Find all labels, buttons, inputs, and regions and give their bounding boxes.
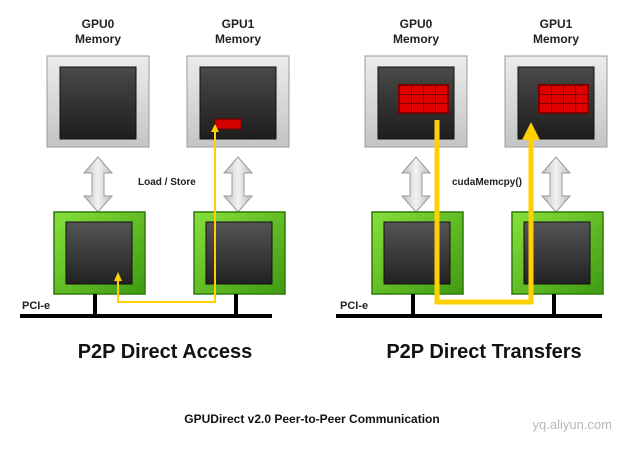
left-operation-label: Load / Store <box>138 177 196 188</box>
data-block-cell <box>400 86 411 94</box>
left-gpu0-chip: GPU0 <box>53 211 146 295</box>
data-block-cell <box>424 95 435 103</box>
data-block-cell <box>564 95 575 103</box>
data-block-cell <box>564 104 575 112</box>
data-block-cell <box>436 86 447 94</box>
data-block-cell <box>576 104 587 112</box>
data-block-cell <box>540 95 551 103</box>
data-block-cell <box>400 95 411 103</box>
right-gpu0-memory-label-line2: Memory <box>393 32 439 46</box>
data-block-cell <box>400 104 411 112</box>
left-gpu0-chip-label: GPU0 <box>81 246 116 261</box>
left-heading: P2P Direct Access <box>78 341 253 363</box>
left-gpu1-chip-label: GPU1 <box>221 246 256 261</box>
right-heading: P2P Direct Transfers <box>386 341 581 363</box>
left-gpu1-chip: GPU1 <box>193 211 286 295</box>
right-operation-label: cudaMemcpy() <box>452 177 522 188</box>
right-gpu1-memory-link-arrow <box>540 156 572 213</box>
right-gpu1-memory-box <box>504 55 608 148</box>
left-bus-label: PCI-e <box>22 300 50 312</box>
left-gpu1-memory-label-line2: Memory <box>215 32 261 46</box>
left-panel: GPU0 Memory GPU1 Memory Load / Store GPU… <box>20 17 290 363</box>
data-block-cell <box>424 86 435 94</box>
right-gpu1-chip: GPU1 <box>511 211 604 295</box>
right-bus-label: PCI-e <box>340 300 368 312</box>
left-gpu1-memory-label-line1: GPU1 <box>222 17 255 31</box>
left-gpu1-memory-box <box>186 55 290 148</box>
data-block-cell <box>412 95 423 103</box>
right-transfer-path <box>434 120 540 305</box>
data-block-cell <box>424 104 435 112</box>
data-block-cell <box>576 95 587 103</box>
data-block-cell <box>540 104 551 112</box>
watermark: yq.aliyun.com <box>533 417 612 432</box>
left-gpu0-memory-label-line2: Memory <box>75 32 121 46</box>
data-block-cell <box>540 86 551 94</box>
figure-caption: GPUDirect v2.0 Peer-to-Peer Communicatio… <box>184 412 439 426</box>
right-destination-data-grid <box>538 84 589 114</box>
data-block-cell <box>412 104 423 112</box>
right-gpu0-chip-label: GPU0 <box>399 246 434 261</box>
data-block-cell <box>576 86 587 94</box>
right-gpu0-memory-label-line1: GPU0 <box>400 17 433 31</box>
left-gpu0-memory-link-arrow <box>82 156 114 213</box>
data-block-cell <box>436 104 447 112</box>
left-gpu0-memory-label-line1: GPU0 <box>82 17 115 31</box>
right-gpu0-memory-box <box>364 55 468 148</box>
right-source-data-grid <box>398 84 449 114</box>
left-gpu1-memory-link-arrow <box>222 156 254 213</box>
right-gpu1-memory-label-line1: GPU1 <box>540 17 573 31</box>
data-block-cell <box>552 86 563 94</box>
data-block-cell <box>412 86 423 94</box>
right-pcie-bus <box>336 294 602 318</box>
right-gpu0-chip: GPU0 <box>371 211 464 295</box>
left-remote-data-block <box>214 118 242 130</box>
right-panel: GPU0 Memory GPU1 Memory cudaMemcpy() GPU… <box>336 17 608 363</box>
data-block-cell <box>564 86 575 94</box>
left-gpu0-memory-box <box>46 55 150 148</box>
left-load-store-path <box>114 124 219 303</box>
data-block-cell <box>552 104 563 112</box>
data-block-cell <box>552 95 563 103</box>
right-gpu0-memory-link-arrow <box>400 156 432 213</box>
right-gpu1-memory-label-line2: Memory <box>533 32 579 46</box>
left-pcie-bus <box>20 294 272 318</box>
data-block-cell <box>436 95 447 103</box>
right-gpu1-chip-label: GPU1 <box>539 246 574 261</box>
